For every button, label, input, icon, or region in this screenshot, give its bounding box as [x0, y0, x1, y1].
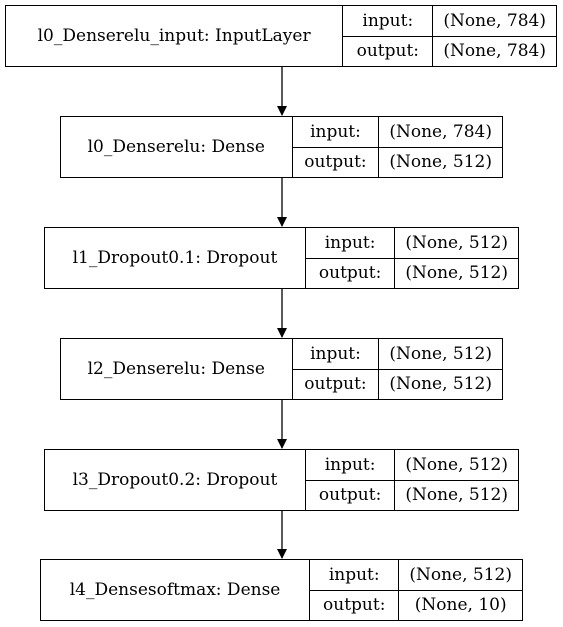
- output-shape: (None, 10): [399, 589, 522, 621]
- layer-node-dropout-2: l3_Dropout0.2: Dropout input: output: (N…: [44, 449, 519, 511]
- layer-node-dense-2: l2_Denserelu: Dense input: output: (None…: [60, 338, 503, 400]
- input-label: input:: [310, 343, 361, 364]
- port-labels: input: output:: [292, 339, 380, 400]
- port-shapes: (None, 784) (None, 512): [379, 117, 502, 177]
- input-shape: (None, 784): [443, 10, 546, 31]
- output-label: output:: [310, 589, 399, 621]
- input-shape: (None, 512): [389, 343, 492, 364]
- input-label: input:: [310, 121, 361, 142]
- output-shape: (None, 512): [379, 368, 502, 400]
- output-label: output:: [343, 35, 433, 67]
- port-shapes: (None, 512) (None, 512): [395, 450, 518, 510]
- output-label: output:: [292, 146, 379, 178]
- layer-node-dense-softmax: l4_Densesoftmax: Dense input: output: (N…: [40, 559, 523, 621]
- port-shapes: (None, 784) (None, 784): [433, 6, 556, 66]
- port-labels: input: output:: [305, 228, 396, 289]
- output-shape: (None, 512): [395, 479, 518, 511]
- layer-name: l3_Dropout0.2: Dropout: [45, 450, 306, 510]
- port-labels: input: output:: [343, 6, 434, 67]
- layer-node-dropout-1: l1_Dropout0.1: Dropout input: output: (N…: [44, 227, 519, 289]
- port-shapes: (None, 512) (None, 512): [395, 228, 518, 288]
- output-label: output:: [305, 479, 395, 511]
- port-labels: input: output:: [292, 117, 380, 178]
- input-shape: (None, 784): [389, 121, 492, 142]
- layer-name: l1_Dropout0.1: Dropout: [45, 228, 306, 288]
- input-label: input:: [362, 10, 414, 31]
- layer-node-input: l0_Denserelu_input: InputLayer input: ou…: [5, 5, 557, 67]
- layer-name: l0_Denserelu_input: InputLayer: [6, 6, 344, 66]
- input-shape: (None, 512): [409, 564, 512, 585]
- layer-name: l4_Densesoftmax: Dense: [41, 560, 311, 620]
- input-label: input:: [328, 564, 380, 585]
- layer-name: l2_Denserelu: Dense: [61, 339, 293, 399]
- output-shape: (None, 512): [379, 146, 502, 178]
- output-shape: (None, 512): [395, 257, 518, 289]
- input-label: input:: [324, 232, 376, 253]
- output-label: output:: [305, 257, 395, 289]
- output-label: output:: [292, 368, 379, 400]
- port-shapes: (None, 512) (None, 512): [379, 339, 502, 399]
- input-label: input:: [324, 454, 376, 475]
- layer-name: l0_Denserelu: Dense: [61, 117, 293, 177]
- port-shapes: (None, 512) (None, 10): [399, 560, 522, 620]
- layer-node-dense-1: l0_Denserelu: Dense input: output: (None…: [60, 116, 503, 178]
- port-labels: input: output:: [305, 450, 396, 511]
- input-shape: (None, 512): [405, 232, 508, 253]
- input-shape: (None, 512): [405, 454, 508, 475]
- port-labels: input: output:: [310, 560, 400, 621]
- output-shape: (None, 784): [433, 35, 556, 67]
